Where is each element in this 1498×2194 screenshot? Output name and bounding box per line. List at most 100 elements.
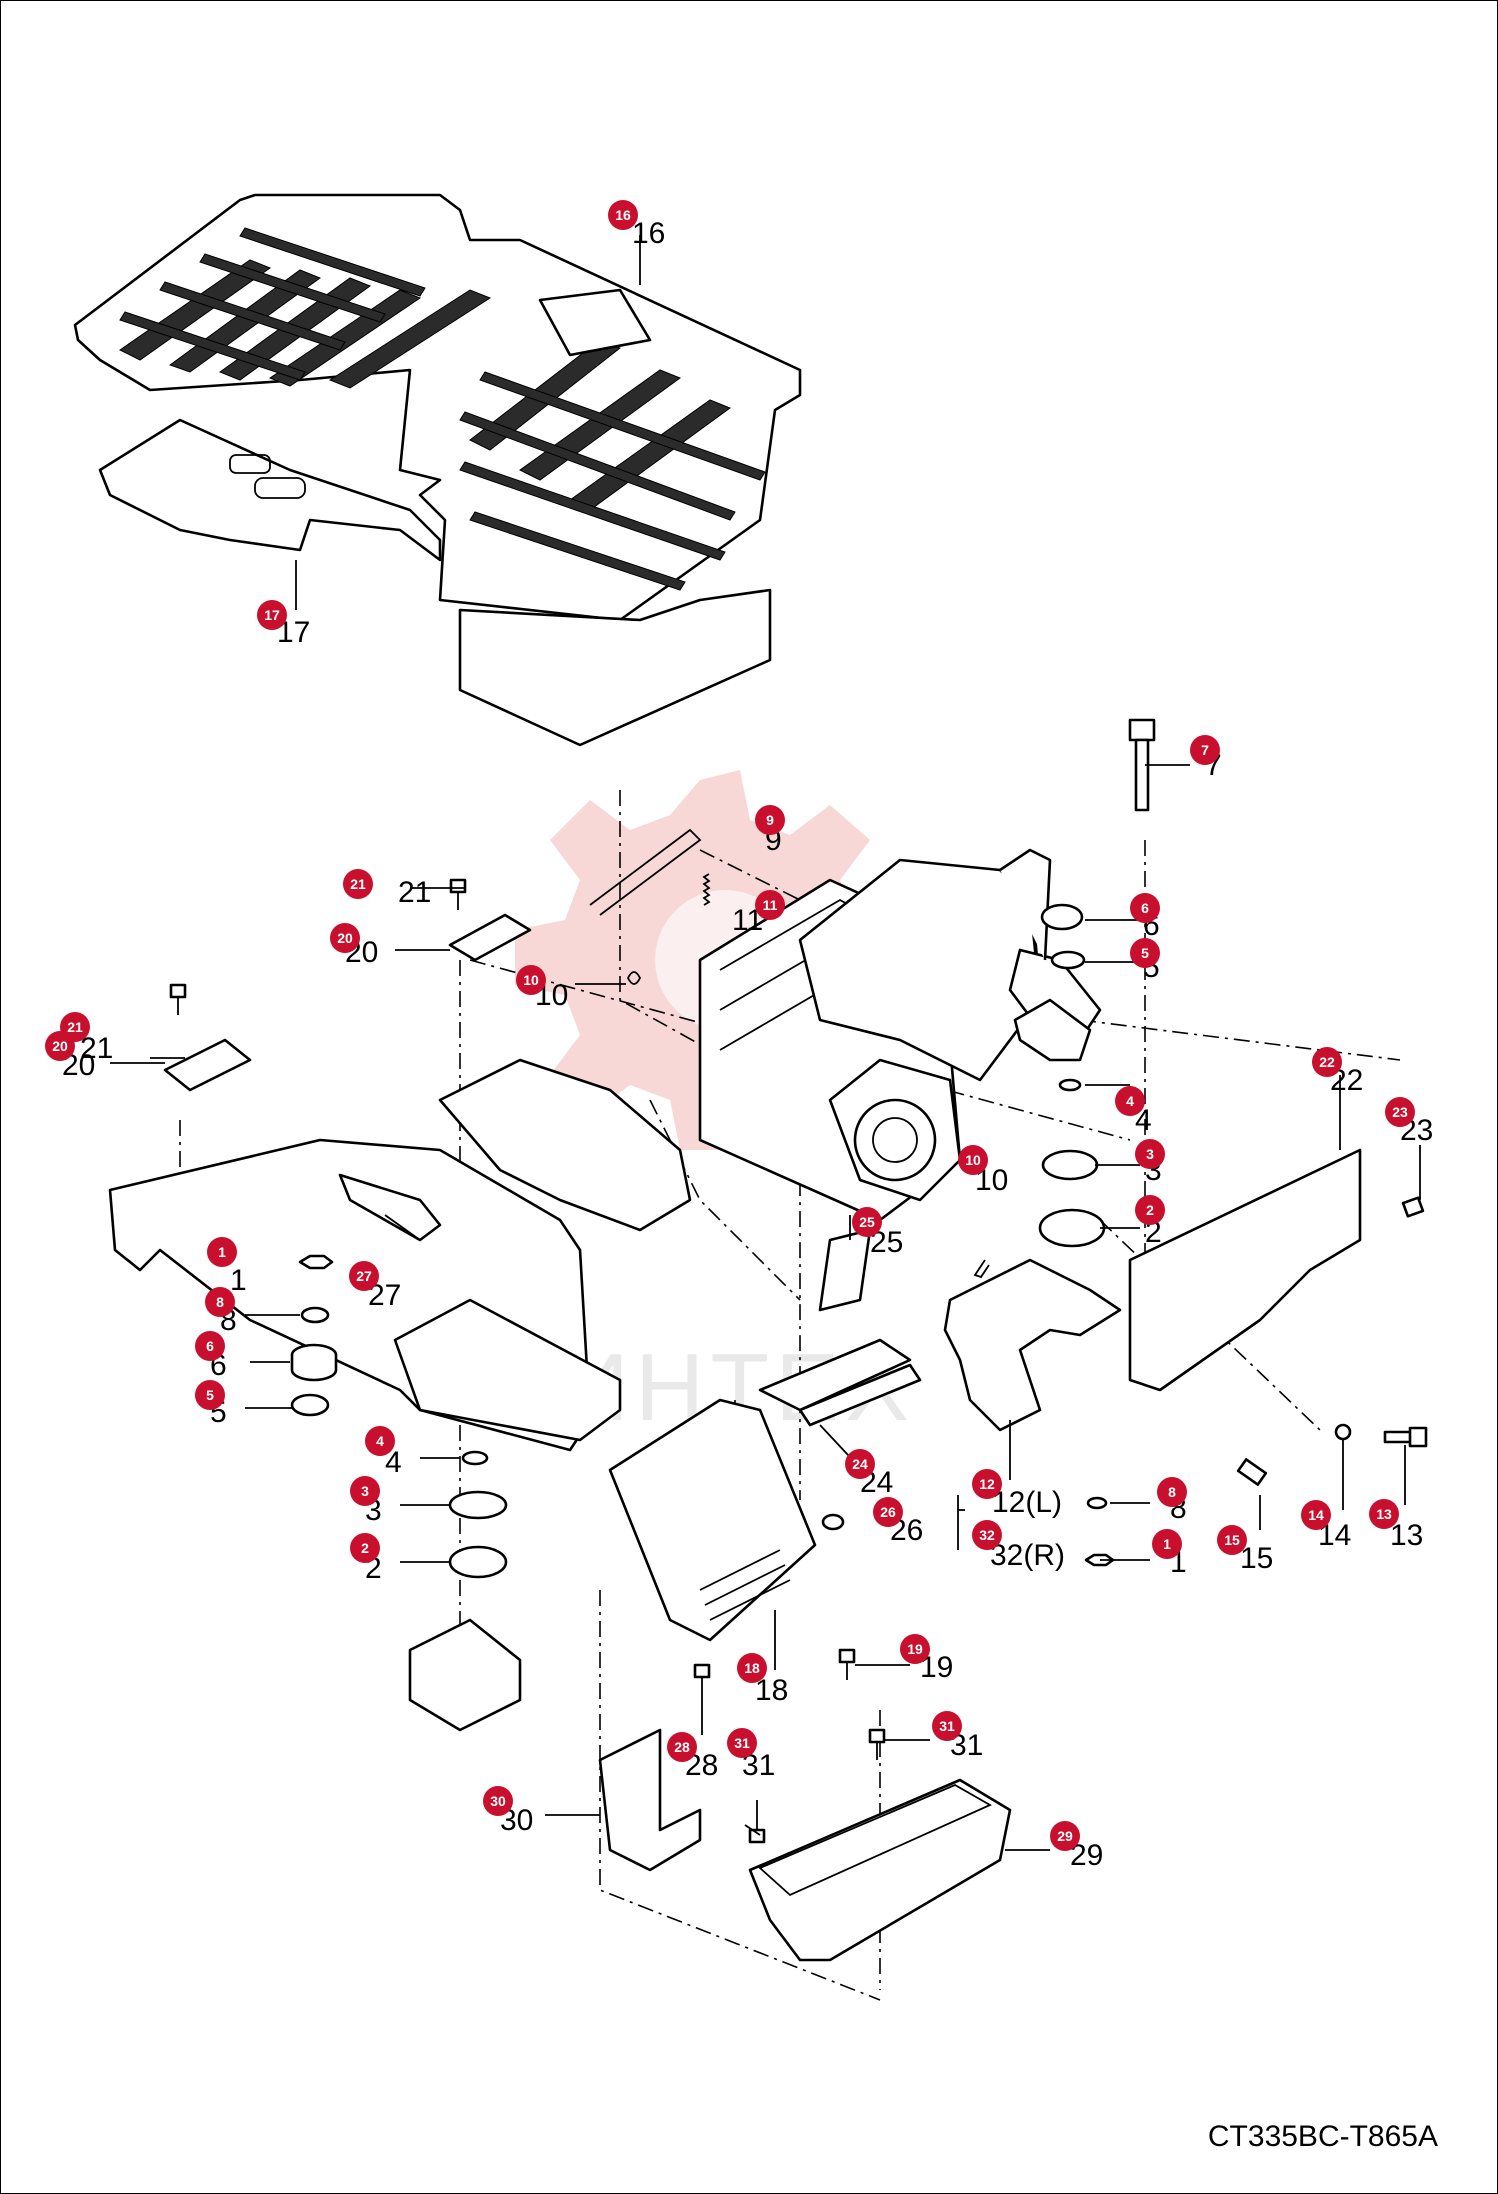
- svg-text:14: 14: [1308, 1507, 1324, 1523]
- badge-25[interactable]: 25: [852, 1207, 882, 1237]
- badge-19[interactable]: 19: [900, 1634, 930, 1664]
- cover-plate-20-left: [163, 1038, 252, 1092]
- badge-12[interactable]: 12: [972, 1469, 1002, 1499]
- svg-text:20: 20: [337, 930, 353, 946]
- svg-text:1: 1: [218, 1244, 226, 1260]
- badge-28[interactable]: 28: [667, 1732, 697, 1762]
- badge-26[interactable]: 26: [873, 1497, 903, 1527]
- badge-17[interactable]: 17: [257, 600, 287, 630]
- badge-27[interactable]: 27: [349, 1261, 379, 1291]
- badge-6-left[interactable]: 6: [195, 1331, 225, 1361]
- svg-text:3: 3: [1146, 1146, 1154, 1162]
- svg-text:4: 4: [376, 1433, 384, 1449]
- floor-mat-grid: [119, 227, 766, 591]
- badge-20-upper[interactable]: 20: [330, 923, 360, 953]
- badge-16[interactable]: 16: [608, 200, 638, 230]
- washer-4-left: [461, 1450, 489, 1466]
- svg-text:30: 30: [490, 1793, 506, 1809]
- badge-14[interactable]: 14: [1301, 1500, 1331, 1530]
- badge-5-left[interactable]: 5: [195, 1380, 225, 1410]
- damper-3-left: [448, 1490, 508, 1520]
- badge-4-right[interactable]: 4: [1115, 1086, 1145, 1116]
- svg-text:11: 11: [763, 897, 778, 913]
- badge-32[interactable]: 32: [972, 1520, 1002, 1550]
- badge-22[interactable]: 22: [1312, 1047, 1342, 1077]
- badge-23[interactable]: 23: [1385, 1097, 1415, 1127]
- callout-4l-label: 4: [385, 1446, 402, 1479]
- svg-text:28: 28: [674, 1739, 690, 1755]
- bracket-25: [818, 1228, 872, 1312]
- badge-31-right[interactable]: 31: [932, 1711, 962, 1741]
- damper-2-right: [1038, 1208, 1106, 1248]
- callout-21a-label: 21: [398, 876, 431, 909]
- svg-text:9: 9: [766, 812, 774, 828]
- badge-8-right[interactable]: 8: [1157, 1477, 1187, 1507]
- badge-1-right[interactable]: 1: [1152, 1529, 1182, 1559]
- svg-text:32: 32: [979, 1527, 995, 1543]
- badge-10-lower[interactable]: 10: [958, 1145, 988, 1175]
- svg-text:24: 24: [852, 1456, 868, 1472]
- spacer-6-right: [1040, 903, 1084, 931]
- badge-7[interactable]: 7: [1190, 735, 1220, 765]
- bolt-19: [838, 1648, 856, 1680]
- washer-8-left: [300, 1306, 330, 1324]
- badge-20-left[interactable]: 20: [45, 1031, 75, 1061]
- badge-1-left[interactable]: 1: [207, 1237, 237, 1267]
- svg-text:21: 21: [67, 1019, 83, 1035]
- washer-14: [1334, 1423, 1352, 1441]
- bracket-12-32: [943, 1258, 1122, 1432]
- badge-21-upper[interactable]: 21: [343, 869, 373, 899]
- badge-3-right[interactable]: 3: [1135, 1139, 1165, 1169]
- badge-9[interactable]: 9: [755, 805, 785, 835]
- nut-1-left: [298, 1254, 334, 1270]
- washer-4-right: [1058, 1078, 1082, 1092]
- badge-11[interactable]: 11: [755, 890, 785, 920]
- step-18-slots: [699, 1549, 791, 1621]
- svg-text:2: 2: [1146, 1202, 1154, 1218]
- badge-8-left[interactable]: 8: [205, 1287, 235, 1317]
- svg-text:23: 23: [1392, 1104, 1408, 1120]
- badge-31-left[interactable]: 31: [727, 1728, 757, 1758]
- badge-29[interactable]: 29: [1050, 1821, 1080, 1851]
- svg-text:5: 5: [206, 1387, 214, 1403]
- callout-badges: 16 17 7 9 11 6 5 21 20 10 21 20 22 23 4 …: [45, 200, 1415, 1851]
- callout-12-label: 12(L): [992, 1486, 1062, 1519]
- bolt-31-left: [744, 1824, 766, 1844]
- badge-15[interactable]: 15: [1217, 1525, 1247, 1555]
- plate-24-lower: [798, 1363, 922, 1427]
- svg-text:21: 21: [350, 876, 366, 892]
- bolt-21-upper: [449, 878, 467, 910]
- drawing-code: CT335BC-T865A: [1207, 2120, 1438, 2153]
- badge-2-right[interactable]: 2: [1135, 1195, 1165, 1225]
- badge-24[interactable]: 24: [845, 1449, 875, 1479]
- badge-4-left[interactable]: 4: [365, 1426, 395, 1456]
- svg-text:26: 26: [880, 1504, 896, 1520]
- badge-10-upper[interactable]: 10: [516, 965, 546, 995]
- plate-24: [758, 1338, 912, 1412]
- svg-text:19: 19: [907, 1641, 923, 1657]
- badge-6-right[interactable]: 6: [1130, 893, 1160, 923]
- svg-text:16: 16: [615, 207, 631, 223]
- bracket-mount-right: [1013, 998, 1092, 1062]
- bracket-27: [338, 1173, 442, 1242]
- badge-3-left[interactable]: 3: [350, 1476, 380, 1506]
- bolt-31-right: [868, 1728, 886, 1760]
- badge-30[interactable]: 30: [483, 1786, 513, 1816]
- clip-10-upper: [626, 971, 642, 985]
- badge-2-left[interactable]: 2: [350, 1533, 380, 1563]
- svg-text:3: 3: [361, 1483, 369, 1499]
- svg-text:18: 18: [744, 1660, 760, 1676]
- callout-16-label: 16: [632, 217, 665, 250]
- bolt-15: [1236, 1458, 1268, 1486]
- svg-text:2: 2: [361, 1540, 369, 1556]
- washer-8-right: [1086, 1496, 1108, 1510]
- svg-text:5: 5: [1141, 945, 1149, 961]
- bracket-30: [598, 1728, 702, 1872]
- panel-22: [1128, 1148, 1362, 1392]
- damper-3-right: [1041, 1149, 1099, 1181]
- badge-18[interactable]: 18: [737, 1653, 767, 1683]
- badge-13[interactable]: 13: [1369, 1499, 1399, 1529]
- badge-5-right[interactable]: 5: [1130, 938, 1160, 968]
- bolt-23: [1401, 1196, 1425, 1218]
